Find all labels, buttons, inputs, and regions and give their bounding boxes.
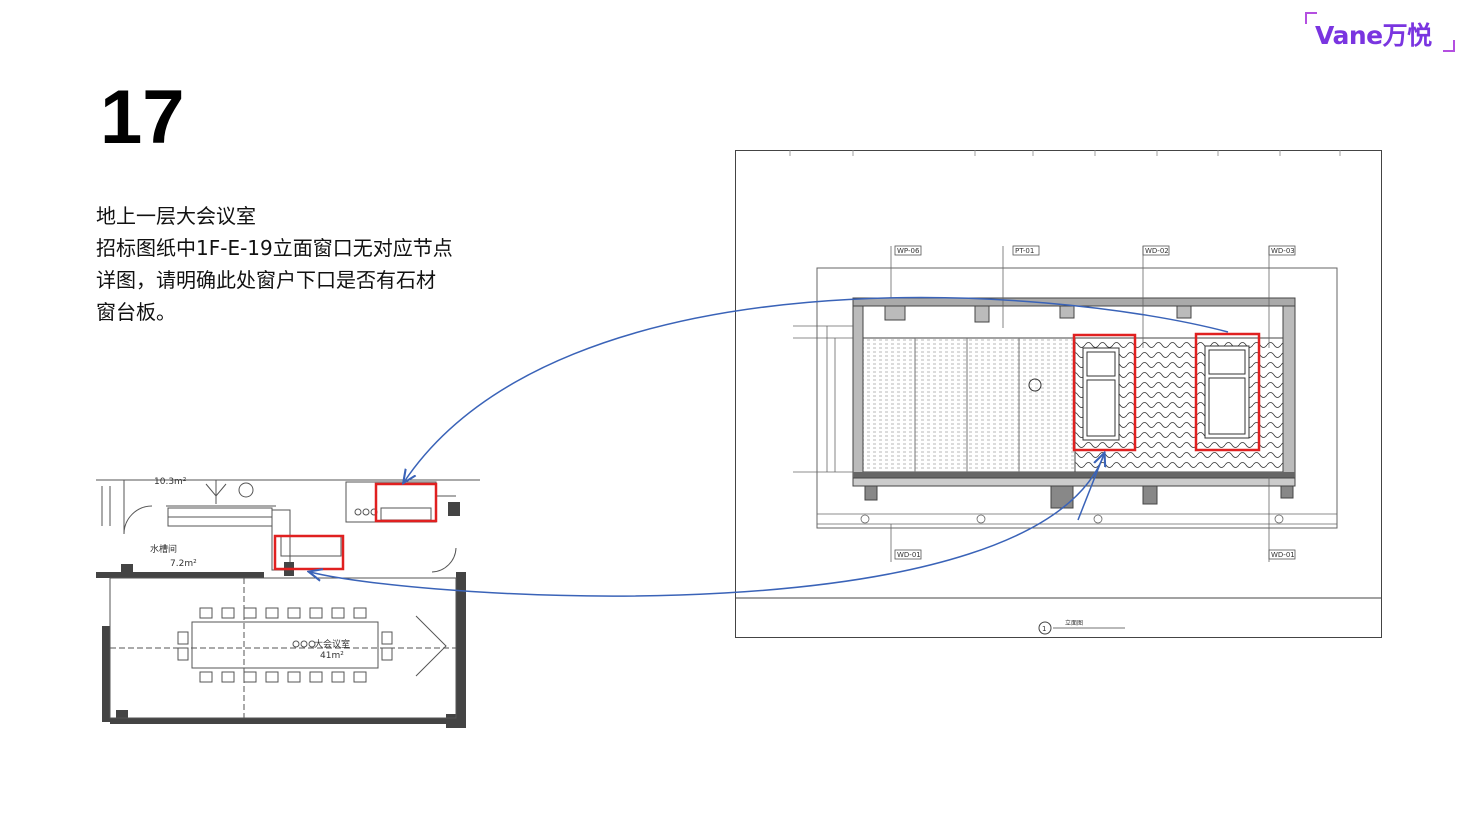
description-line: 招标图纸中1F-E-19立面窗口无对应节点 xyxy=(96,236,453,260)
floor-plan-drawing: 10.3m² 水槽间 7.2m² 大会议室 41m² xyxy=(96,476,480,752)
description-line: 详图，请明确此处窗户下口是否有石材 xyxy=(96,268,436,292)
material-tag: WD-03 xyxy=(1271,247,1295,255)
elevation-drawing: WP-06 PT-01 WD-02 WD-03 WD-01 WD-01 1 立面… xyxy=(735,150,1382,638)
logo-frame-corner xyxy=(1443,40,1455,52)
plan-area-label: 10.3m² xyxy=(154,477,187,487)
brand-name: Vane万悦 xyxy=(1315,21,1432,50)
issue-description: 地上一层大会议室 招标图纸中1F-E-19立面窗口无对应节点 详图，请明确此处窗… xyxy=(96,200,496,328)
logo-frame-corner xyxy=(1305,12,1317,24)
brand-logo: Vane万悦 xyxy=(1305,12,1455,52)
material-tag: WD-01 xyxy=(897,551,921,559)
view-title: 立面图 xyxy=(1065,619,1083,627)
description-line: 地上一层大会议室 xyxy=(96,204,256,228)
view-number: 1 xyxy=(1042,625,1046,633)
material-tag: WD-01 xyxy=(1271,551,1295,559)
plan-area-label: 7.2m² xyxy=(170,559,197,569)
material-tag: PT-01 xyxy=(1015,247,1034,255)
plan-room-label: 大会议室 xyxy=(314,638,350,650)
description-line: 窗台板。 xyxy=(96,300,176,324)
material-tag: WD-02 xyxy=(1145,247,1169,255)
plan-room-label: 水槽间 xyxy=(150,543,177,555)
plan-area-label: 41m² xyxy=(320,651,344,661)
slide-number: 17 xyxy=(100,75,185,160)
material-tag: WP-06 xyxy=(897,247,920,255)
